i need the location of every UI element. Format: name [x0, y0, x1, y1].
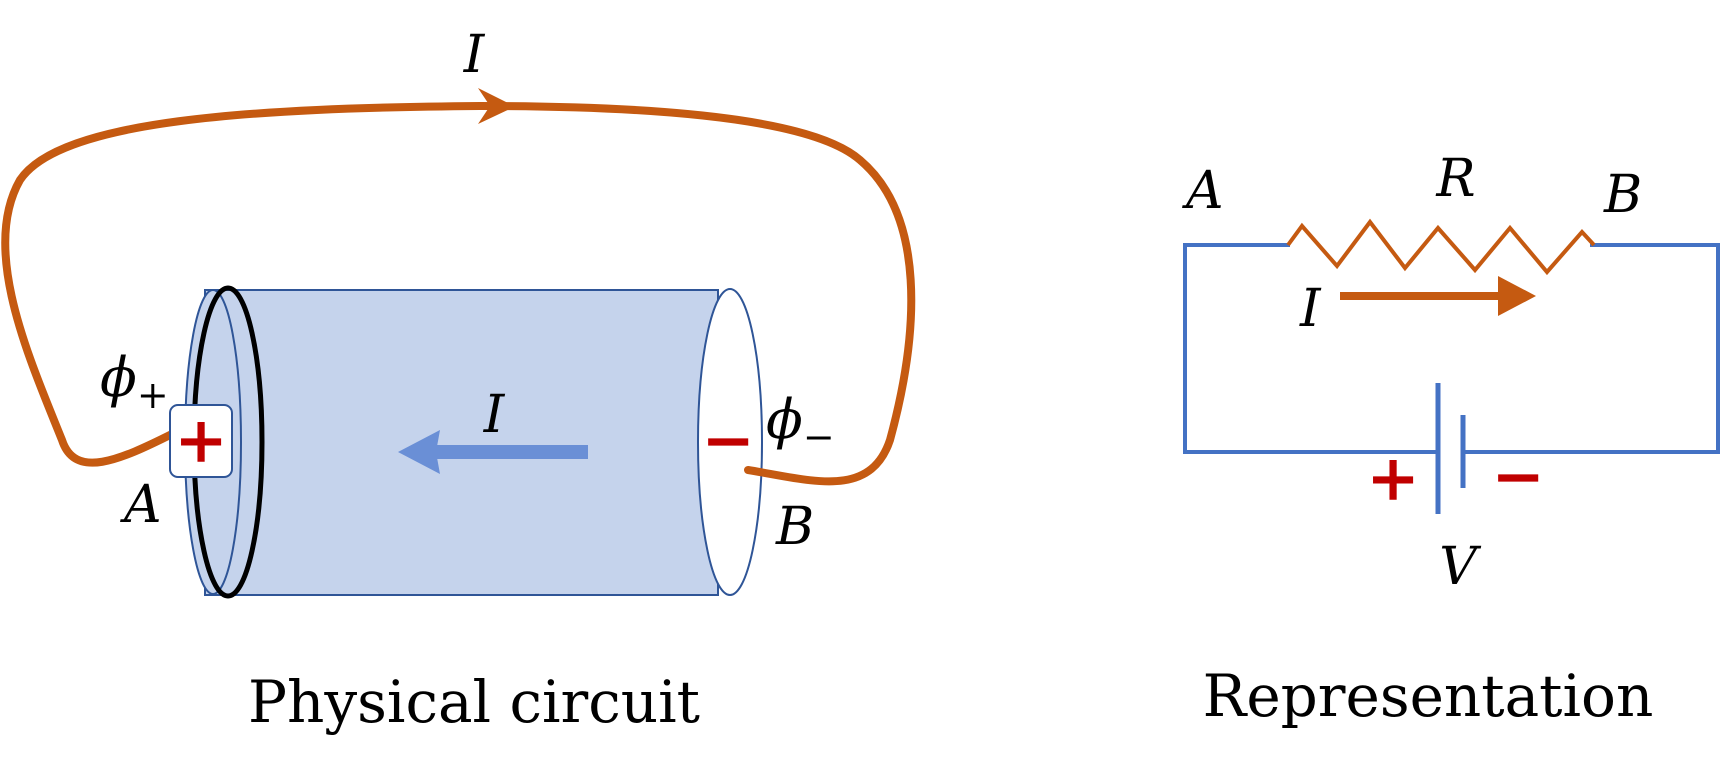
phi-plus-label: ϕ+	[100, 346, 169, 417]
circuit-current-label: I	[1299, 279, 1322, 339]
inside-current-arrow-icon	[398, 430, 440, 474]
node-b-physical: B	[775, 497, 814, 557]
node-b-circuit: B	[1603, 165, 1642, 225]
node-a-circuit: A	[1182, 161, 1224, 221]
physical-circuit: I + − I ϕ+ ϕ− A B Physical circuit	[1, 25, 916, 736]
plus-terminal-box	[169, 404, 233, 478]
circuit-representation: A B R I V + − Representation	[1182, 149, 1720, 730]
top-current-arrow-icon	[478, 88, 516, 124]
physical-caption: Physical circuit	[248, 668, 700, 736]
representation-caption: Representation	[1203, 662, 1654, 730]
inside-current-label: I	[483, 385, 506, 445]
resistor-icon	[1286, 218, 1596, 276]
battery-label: V	[1439, 537, 1481, 597]
resistor-label: R	[1435, 149, 1475, 209]
phi-minus-label: ϕ−	[766, 388, 835, 459]
circuit-current-arrow-icon	[1498, 276, 1536, 316]
plus-sign-physical: +	[174, 403, 228, 478]
plus-sign-circuit: +	[1366, 441, 1420, 516]
external-wire	[1, 101, 916, 486]
cylinder-right-face	[697, 288, 763, 596]
conductor-cylinder-body	[204, 289, 719, 596]
top-current-label: I	[463, 25, 486, 85]
minus-sign-physical: −	[701, 403, 755, 478]
minus-sign-circuit: −	[1491, 439, 1545, 514]
circuit-wire	[1183, 243, 1720, 454]
node-a-physical: A	[120, 475, 162, 535]
